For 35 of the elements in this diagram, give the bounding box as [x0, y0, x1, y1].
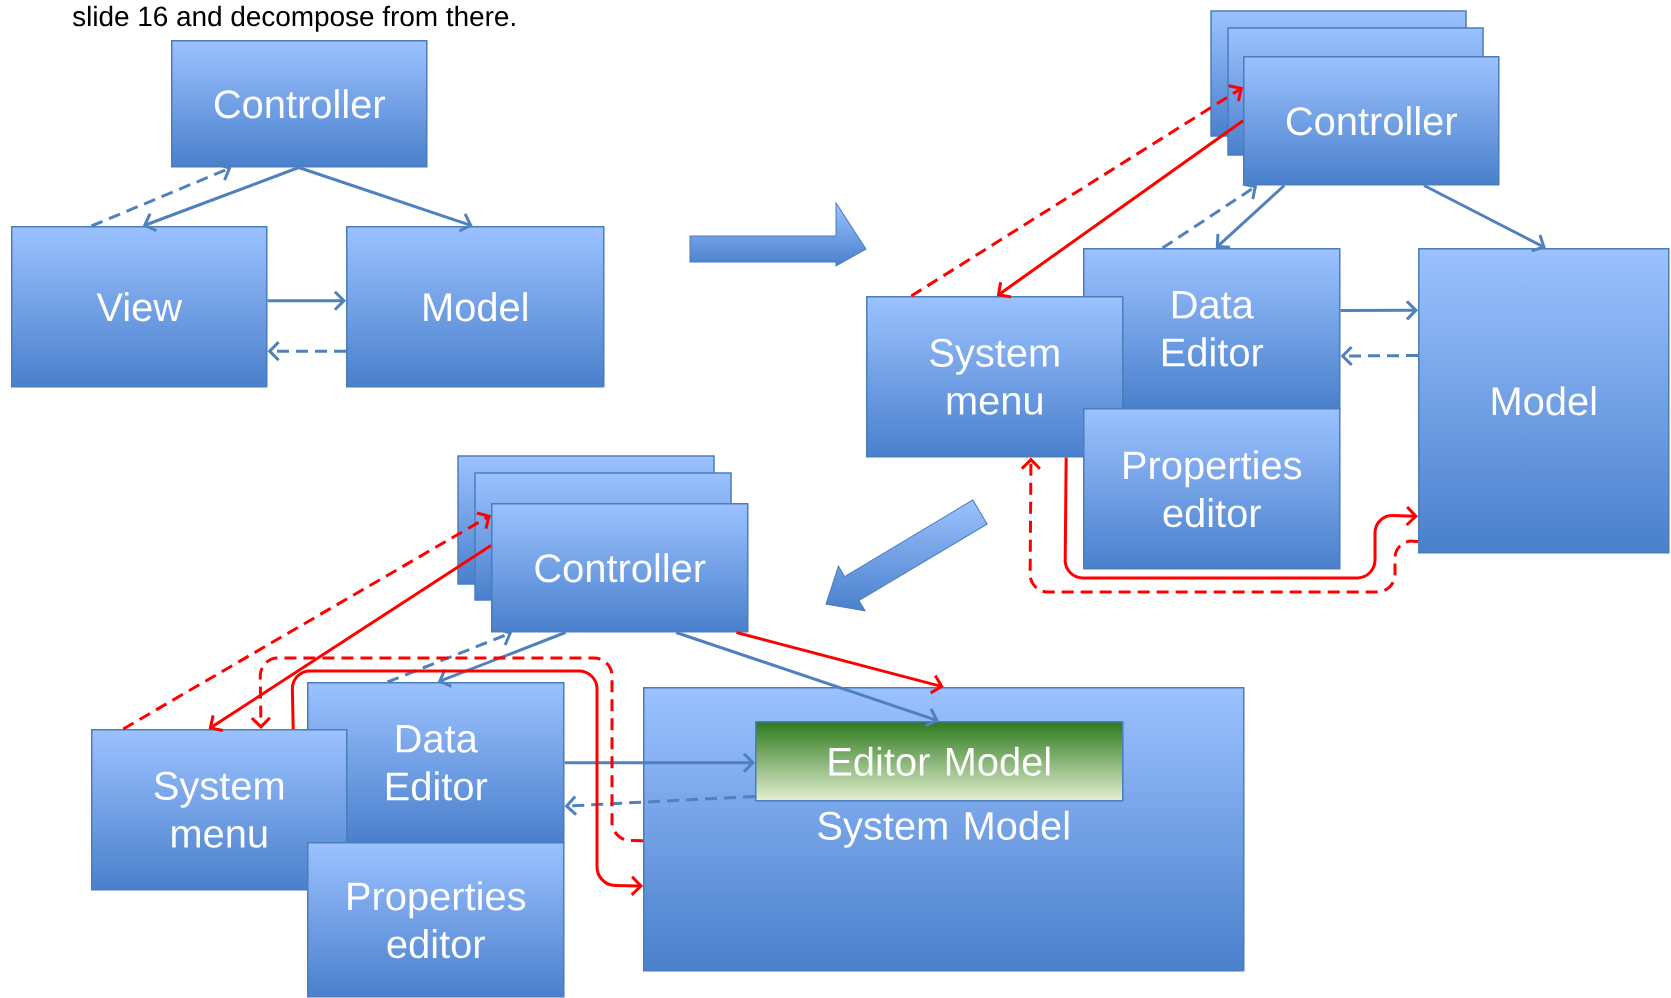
arrow [90, 162, 232, 228]
arrow [564, 794, 756, 816]
arrow [208, 544, 492, 732]
process-box: Controller [1243, 56, 1500, 186]
arrow [290, 669, 643, 896]
process-box: Model [346, 226, 605, 388]
arrow [386, 626, 513, 684]
process-box: Properties editor [307, 842, 565, 998]
arrow [122, 511, 491, 731]
arrow [267, 290, 346, 311]
process-box: Properties editor [1083, 408, 1341, 570]
process-box: View [11, 226, 268, 388]
arrow [142, 166, 300, 232]
arrow [564, 752, 755, 773]
arrow [736, 631, 944, 695]
process-box: Editor Model [755, 721, 1124, 802]
process-box: Model [1418, 248, 1670, 554]
arrow [1215, 184, 1286, 249]
arrow [1063, 457, 1418, 580]
process-box: System menu [866, 296, 1124, 458]
arrow [910, 84, 1243, 298]
process-box: Controller [171, 40, 428, 168]
arrow [250, 656, 644, 843]
arrow [1020, 457, 1419, 594]
arrow [267, 341, 346, 362]
arrow [1340, 345, 1419, 366]
arrow [437, 631, 566, 688]
arrow [1423, 184, 1546, 253]
arrow [1161, 182, 1258, 250]
arrow [298, 166, 473, 233]
arrow [1340, 300, 1418, 321]
arrow [996, 119, 1244, 299]
arrow [675, 631, 939, 728]
process-box: Controller [491, 503, 749, 633]
process-box: System menu [91, 729, 348, 891]
